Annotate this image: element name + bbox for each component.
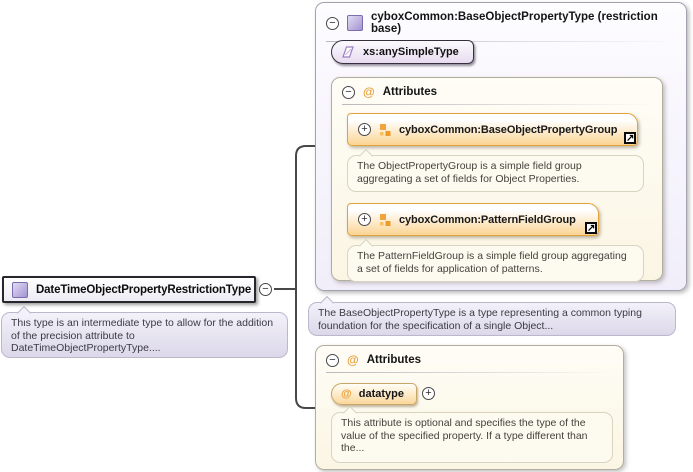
group-annotation-text: The PatternFieldGroup is a simple field …	[357, 250, 627, 275]
element-annotation-text: This type is an intermediate type to all…	[11, 317, 274, 354]
attribute-datatype[interactable]: @ datatype	[331, 383, 417, 405]
attribute-name: datatype	[358, 388, 404, 400]
attributes-box: − @ Attributes + cyboxCommon:BaseObjectP…	[331, 77, 663, 282]
local-attributes-box: − @ Attributes @ datatype + This attribu…	[315, 345, 624, 470]
divider	[342, 104, 654, 105]
attribute-group-icon	[380, 213, 391, 226]
base-type-box: − cyboxCommon:BaseObjectPropertyType (re…	[315, 2, 687, 291]
group-annotation-text: The ObjectPropertyGroup is a simple fiel…	[357, 160, 582, 185]
divider	[326, 41, 680, 42]
link-icon[interactable]: ↗	[585, 222, 597, 234]
collapse-toggle[interactable]: −	[259, 283, 272, 296]
base-type-title: cyboxCommon:BaseObjectPropertyType (rest…	[371, 11, 658, 35]
attribute-group-label: cyboxCommon:PatternFieldGroup	[399, 213, 576, 226]
expand-toggle[interactable]: +	[358, 213, 371, 226]
complex-type-icon	[347, 15, 363, 31]
attributes-title: Attributes	[382, 86, 438, 98]
element-annotation-tooltip: This type is an intermediate type to all…	[1, 305, 288, 358]
simple-type-icon	[342, 46, 354, 58]
attribute-annotation-text: This attribute is optional and specifies…	[341, 417, 588, 454]
element-node-datetimeobjectpropertyrestrictiontype[interactable]: DateTimeObjectPropertyRestrictionType	[2, 276, 256, 303]
expand-toggle[interactable]: +	[358, 123, 371, 136]
collapse-toggle[interactable]: −	[342, 85, 355, 99]
divider	[326, 372, 615, 373]
link-icon[interactable]: ↗	[624, 132, 636, 144]
group-annotation-tooltip: The PatternFieldGroup is a simple field …	[347, 238, 644, 282]
attribute-group-label: cyboxCommon:BaseObjectPropertyGroup	[399, 123, 618, 136]
attribute-at-icon: @	[341, 388, 352, 400]
attributes-title: Attributes	[366, 354, 422, 366]
collapse-toggle[interactable]: −	[326, 353, 339, 367]
base-type-annotation-tooltip: The BaseObjectPropertyType is a type rep…	[308, 295, 676, 336]
base-type-annotation-text: The BaseObjectPropertyType is a type rep…	[318, 307, 642, 332]
attribute-group-baseobjectpropertygroup[interactable]: + cyboxCommon:BaseObjectPropertyGroup ↗	[347, 113, 638, 146]
expand-toggle[interactable]: +	[422, 387, 435, 400]
collapse-toggle[interactable]: −	[326, 16, 339, 30]
simple-type-pill[interactable]: xs:anySimpleType	[331, 40, 474, 64]
attribute-group-icon	[380, 123, 391, 136]
attribute-at-icon: @	[363, 85, 375, 99]
attribute-annotation-tooltip: This attribute is optional and specifies…	[331, 405, 613, 463]
simple-type-label: xs:anySimpleType	[363, 46, 459, 58]
attribute-at-icon: @	[347, 353, 359, 367]
group-annotation-tooltip: The ObjectPropertyGroup is a simple fiel…	[347, 148, 644, 192]
attribute-group-patternfieldgroup[interactable]: + cyboxCommon:PatternFieldGroup ↗	[347, 203, 599, 236]
element-label: DateTimeObjectPropertyRestrictionType	[36, 283, 252, 296]
complex-type-icon	[12, 281, 28, 298]
